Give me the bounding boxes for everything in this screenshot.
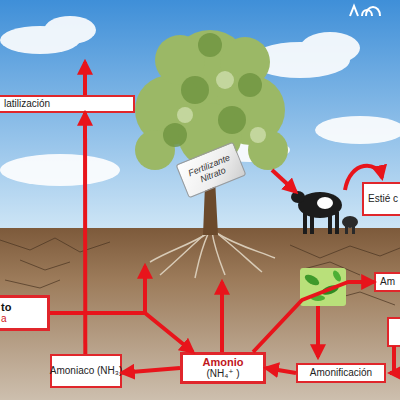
process-box: Am [374, 272, 400, 292]
node-label: Am [380, 276, 395, 288]
soil-cracks [0, 238, 400, 305]
process-box: Estié c [362, 182, 400, 216]
node-label: Amoniaco (NH₃) [50, 365, 122, 377]
tree [135, 30, 288, 235]
process-box: toa [0, 295, 50, 331]
process-box: Amonio(NH₄⁺ ) [180, 352, 266, 384]
node-label: Amonio [203, 356, 244, 368]
soil [0, 228, 400, 400]
process-box: Amoniaco (NH₃) [50, 354, 122, 388]
podcast-logo [350, 6, 380, 16]
flow-arrow [266, 368, 296, 373]
flow-arrow [83, 113, 87, 354]
process-box: Amonificación [296, 363, 386, 383]
sky [0, 0, 400, 232]
node-label: to [1, 301, 11, 313]
flow-arrow [50, 313, 193, 352]
node-label: Amonificación [310, 367, 372, 379]
process-box: latilización [0, 95, 135, 113]
node-label: (NH₄⁺ ) [206, 368, 239, 380]
node-label: a [1, 313, 7, 325]
node-label: latilización [4, 98, 50, 110]
flow-arrow [253, 282, 374, 352]
cow [291, 191, 358, 234]
roots [150, 232, 275, 278]
flow-arrow [122, 368, 180, 373]
cropped-box [388, 318, 400, 346]
bacteria [300, 268, 346, 306]
node-label: Estié c [368, 193, 398, 205]
